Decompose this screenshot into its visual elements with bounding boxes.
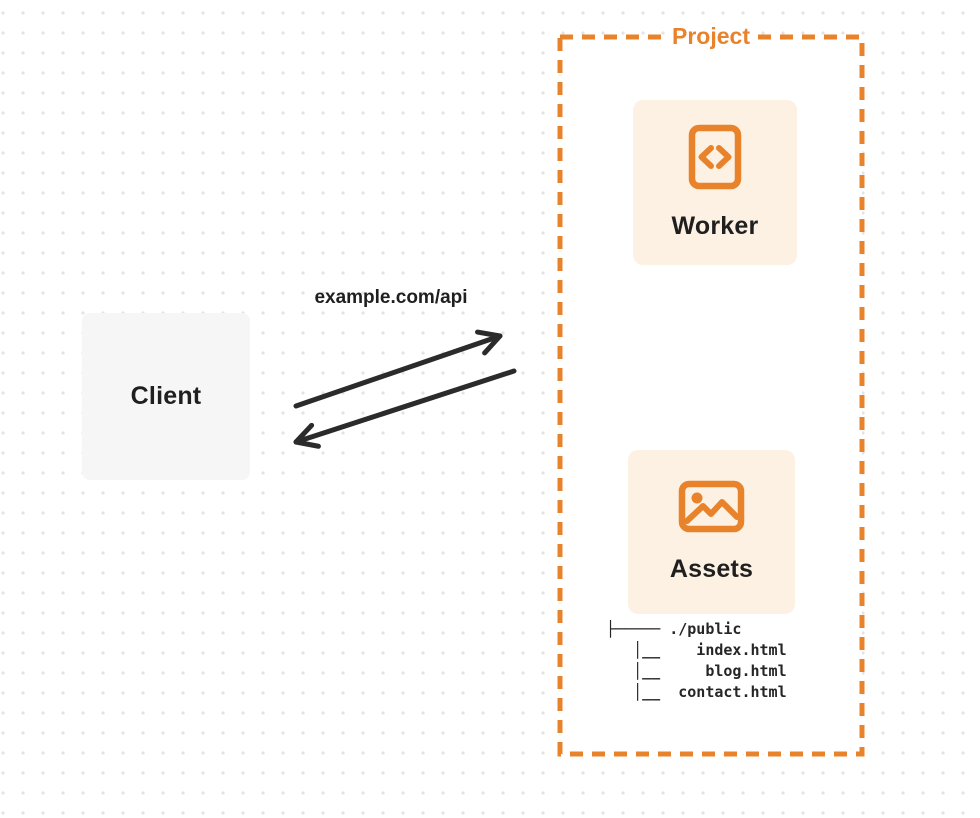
client-node: Client [82,313,250,480]
request-arrow [293,329,503,409]
assets-node: Assets [628,450,795,614]
worker-node: Worker [633,100,797,265]
file-tree-item: │__ blog.html [606,662,787,680]
assets-file-tree: ├───── ./public │__ index.html │__ blog.… [606,619,787,703]
file-tree-root: ├───── ./public [606,620,742,638]
image-icon [678,480,745,533]
file-tree-item: │__ index.html [606,641,787,659]
worker-label: Worker [671,212,759,240]
assets-label: Assets [669,555,754,583]
client-label: Client [130,382,202,410]
file-tree-item: │__ contact.html [606,683,787,701]
request-url-label: example.com/api [314,287,468,308]
response-arrow [293,368,517,449]
project-frame-label: Project [666,21,756,51]
code-file-icon [688,124,742,190]
